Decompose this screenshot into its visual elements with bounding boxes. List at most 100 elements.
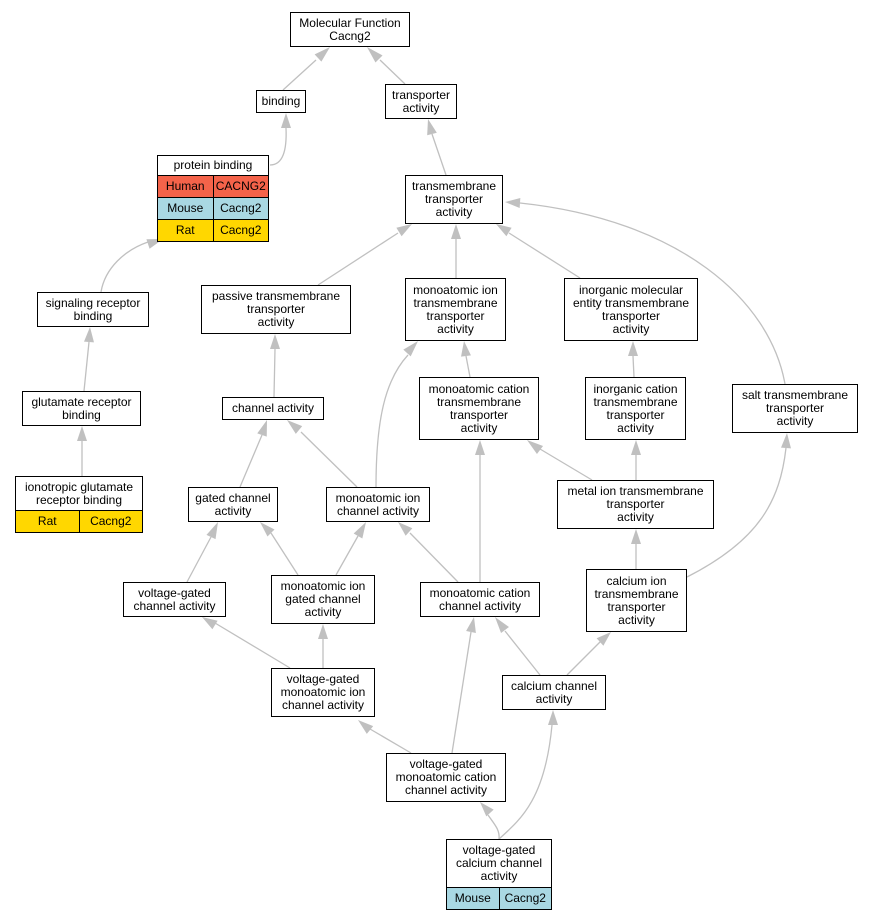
vg-mono-ion-to-mono-ion-gated-arrowhead [318,624,328,639]
node-label-line: channel activity [438,598,522,613]
node-label-line: activity [435,205,473,219]
transporter-to-mf-edge [379,59,406,85]
node-label-line: channel activity [336,503,420,518]
node-label-line: transmembrane [411,179,497,193]
node-label-line: passive transmembrane [211,289,341,303]
calcium-channel-to-mono-cation-channel-arrowhead [495,617,509,634]
node-label-line: activity [437,321,474,336]
binding-to-mf-edge [282,59,317,91]
node-label-line: binding [261,94,301,108]
node-label-line: transmembrane [593,394,678,409]
node-label-line: voltage-gated [462,843,536,857]
inorganic-mol-to-tm-transporter-arrowhead [496,224,512,237]
calcium-ion-tm-to-salt-arrowhead [781,433,791,449]
ortholog-species: Rat [37,514,57,528]
channel-to-passive-arrowhead [270,334,280,349]
ortholog-species: Mouse [167,201,204,215]
node-label-line: inorganic cation [593,381,678,396]
inorganic-cation-to-inorganic-mol-arrowhead [628,341,638,356]
node-label-line: entity transmembrane [572,295,690,310]
mono-ion-tm-to-tm-transporter-arrowhead [451,224,461,239]
node-label-line: activity [535,691,573,706]
calcium-channel-to-calcium-ion-tm-edge [566,640,602,676]
mono-cation-tm-to-mono-ion-tm-edge [465,355,471,378]
node-label-line: monoatomic ion [413,282,498,297]
node-channel[interactable]: channel activity [222,397,324,420]
salt-to-tm-transporter-arrowhead [505,198,521,208]
node-label-line: monoatomic cation [395,770,497,784]
mono-cation-channel-to-mono-ion-channel-edge [409,532,459,583]
node-binding[interactable]: binding [256,90,306,113]
calcium-ion-tm-to-metal-ion-arrowhead [631,529,641,544]
mono-ion-channel-to-channel-edge [300,431,358,488]
node-label-line: transporter [246,302,306,316]
node-label-line: transporter [606,407,665,422]
node-label-line: voltage-gated [138,585,211,600]
passive-to-tm-transporter-edge [317,232,399,286]
node-label-line: monoatomic cation [429,585,531,600]
node-label-line: channel activity [231,401,315,415]
vg-mono-ion-to-vg-channel-arrowhead [202,617,218,630]
signaling-to-protein-binding-edge [100,241,149,293]
node-label-line: transporter [601,308,661,323]
node-label-line: salt transmembrane [741,388,849,402]
vg-mono-ion-to-vg-channel-edge [214,622,291,669]
mono-ion-gated-to-gated-edge [270,532,299,576]
node-label-line: gated channel [195,490,271,505]
passive-to-tm-transporter-arrowhead [396,224,412,237]
node-label: channel activity [223,402,323,415]
glutamate-to-signaling-arrowhead [84,327,94,343]
ortholog-species: Human [165,179,205,193]
node-label-line: activity [617,510,654,524]
node-label: binding [257,95,305,108]
node-label-line: monoatomic ion [280,579,366,593]
calcium-ion-tm-to-salt-edge [686,447,787,578]
node-label-line: transmembrane [413,295,498,310]
node-label-line: transporter [449,407,509,422]
node-label-line: inorganic molecular [578,282,684,297]
node-label-line: Cacng2 [329,28,371,43]
protein-binding-to-binding-arrowhead [281,113,291,128]
inorganic-cation-to-inorganic-mol-edge [632,355,635,378]
node-label-line: transporter [426,308,485,323]
vg-channel-to-gated-edge [186,536,212,583]
